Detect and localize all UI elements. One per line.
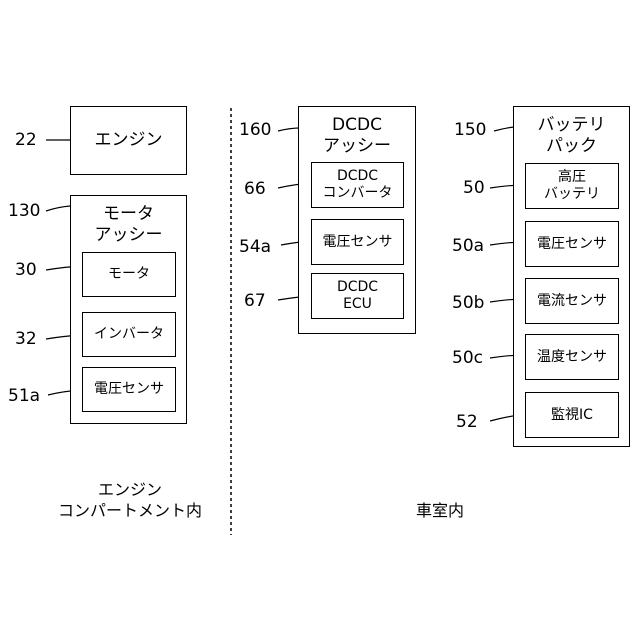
ref-dcdc-ecu: 67 — [244, 291, 266, 311]
inverter-box: インバータ — [82, 312, 176, 357]
dcdc-converter-box: DCDC コンバータ — [311, 162, 404, 208]
cabin-caption: 車室内 — [380, 500, 500, 521]
battery-voltage-sensor-box: 電圧センサ — [525, 221, 619, 267]
motor-box: モータ — [82, 252, 176, 297]
dcdc-voltage-sensor-box: 電圧センサ — [311, 219, 404, 265]
ref-inverter: 32 — [15, 329, 37, 349]
engine-compartment-caption: エンジン コンパートメント内 — [40, 479, 220, 521]
ref-battery-voltage-sensor: 50a — [452, 236, 484, 256]
monitoring-ic-box: 監視IC — [525, 392, 619, 438]
engine-box: エンジン — [70, 106, 187, 175]
ref-current-sensor: 50b — [452, 293, 484, 313]
ref-motor: 30 — [15, 260, 37, 280]
dcdc-ecu-box: DCDC ECU — [311, 273, 404, 319]
motor-voltage-sensor-box: 電圧センサ — [82, 367, 176, 412]
ref-battery-pack: 150 — [454, 120, 486, 140]
ref-high-voltage-battery: 50 — [463, 178, 485, 198]
current-sensor-box: 電流センサ — [525, 278, 619, 324]
ref-motor-assembly: 130 — [8, 201, 40, 221]
leader-150 — [494, 127, 514, 131]
ref-temperature-sensor: 50c — [452, 348, 483, 368]
ref-motor-voltage-sensor: 51a — [8, 386, 40, 406]
leader-160 — [278, 128, 300, 131]
ref-dcdc-converter: 66 — [244, 179, 266, 199]
temperature-sensor-box: 温度センサ — [525, 334, 619, 380]
dcdc-assembly-title: DCDC アッシー — [299, 115, 415, 157]
ref-monitoring-ic: 52 — [456, 412, 478, 432]
ref-engine: 22 — [15, 130, 37, 150]
ref-dcdc-voltage-sensor: 54a — [239, 237, 271, 257]
ref-dcdc-assembly: 160 — [239, 120, 271, 140]
leader-130 — [46, 206, 70, 211]
battery-pack-title: バッテリ パック — [514, 115, 629, 157]
motor-assembly-title: モータ アッシー — [71, 204, 186, 246]
high-voltage-battery-box: 高圧 バッテリ — [525, 163, 619, 209]
